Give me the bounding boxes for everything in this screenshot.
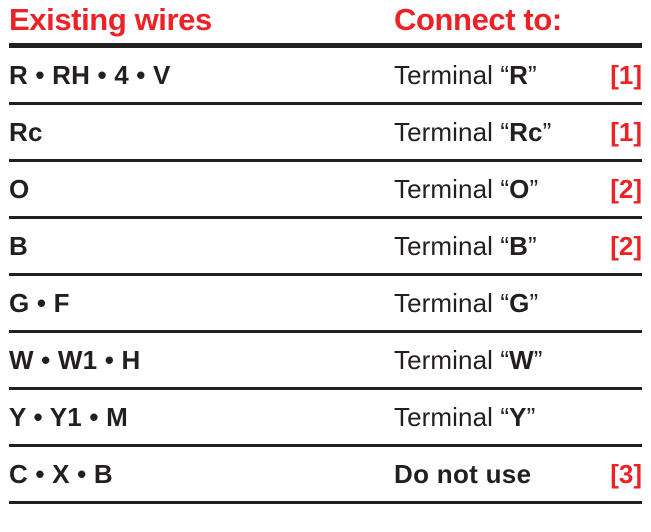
connect-to-prefix: Terminal “ [394,117,510,147]
connect-to-suffix: ” [533,345,543,375]
table-row: Y • Y1 • M Terminal “Y” [0,390,651,444]
column-header-connect-to: Connect to: [394,2,562,37]
terminal-label: B [509,231,529,261]
connect-to-prefix: Terminal “ [394,345,510,375]
connect-to-cell: Terminal “Rc” [1] [394,117,642,147]
bottom-spacer [0,504,651,532]
existing-wires-cell: R • RH • 4 • V [9,60,171,90]
connect-to-prefix: Terminal “ [394,174,510,204]
connect-to-prefix: Terminal “ [394,231,510,261]
connect-to-text: Terminal “Y” [394,402,535,432]
connect-to-text: Terminal “B” [394,231,537,261]
connect-to-prefix: Terminal “ [394,288,510,318]
connect-to-suffix: ” [529,174,539,204]
row-divider-rule [9,387,642,390]
row-divider-rule [9,444,642,447]
existing-wires-cell: G • F [9,288,70,318]
row-divider-rule [9,159,642,162]
terminal-label: G [509,288,530,318]
connect-to-text: Do not use [394,459,531,489]
table-row: G • F Terminal “G” [0,276,651,330]
table-header-row: Existing wires Connect to: [0,0,651,43]
wiring-reference-table: Existing wires Connect to: R • RH • 4 • … [0,0,651,504]
footnote-marker: [1] [610,60,642,90]
connect-to-suffix: ” [542,117,552,147]
connect-to-suffix: ” [529,288,539,318]
row-divider-rule [9,501,642,504]
existing-wires-cell: Y • Y1 • M [9,402,128,432]
footnote-marker: [2] [610,231,642,261]
connect-to-suffix: ” [528,60,537,90]
connect-to-text: Terminal “R” [394,60,537,90]
row-divider-rule [9,102,642,105]
connect-to-text: Terminal “W” [394,345,543,375]
connect-to-prefix: Terminal “ [394,402,510,432]
row-divider-rule [9,273,642,276]
connect-to-suffix: ” [526,402,536,432]
existing-wires-cell: O [9,174,30,204]
connect-to-cell: Terminal “Y” [394,402,642,432]
existing-wires-cell: C • X • B [9,459,113,489]
footnote-marker: [3] [610,459,642,489]
connect-to-text: Terminal “G” [394,288,538,318]
connect-to-prefix: Terminal “ [394,60,510,90]
connect-to-text: Terminal “O” [394,174,538,204]
connect-to-cell: Do not use [3] [394,459,642,489]
connect-to-text: Terminal “Rc” [394,117,551,147]
table-row: R • RH • 4 • V Terminal “R” [1] [0,48,651,102]
terminal-label: W [509,345,534,375]
terminal-label: Rc [509,117,543,147]
row-divider-rule [9,216,642,219]
connect-to-prefix: Do not use [394,459,532,489]
connect-to-cell: Terminal “R” [1] [394,60,642,90]
terminal-label: Y [509,402,527,432]
existing-wires-cell: Rc [9,117,43,147]
terminal-label: O [509,174,530,204]
footnote-marker: [2] [610,174,642,204]
footnote-marker: [1] [610,117,642,147]
header-divider-rule [9,43,642,48]
connect-to-cell: Terminal “O” [2] [394,174,642,204]
terminal-label: R [509,60,529,90]
column-header-existing-wires: Existing wires [9,2,212,37]
connect-to-cell: Terminal “W” [394,345,642,375]
connect-to-suffix: ” [528,231,537,261]
connect-to-cell: Terminal “G” [394,288,642,318]
existing-wires-cell: W • W1 • H [9,345,141,375]
existing-wires-cell: B [9,231,28,261]
table-row: W • W1 • H Terminal “W” [0,333,651,387]
row-divider-rule [9,330,642,333]
connect-to-cell: Terminal “B” [2] [394,231,642,261]
table-row: C • X • B Do not use [3] [0,447,651,501]
